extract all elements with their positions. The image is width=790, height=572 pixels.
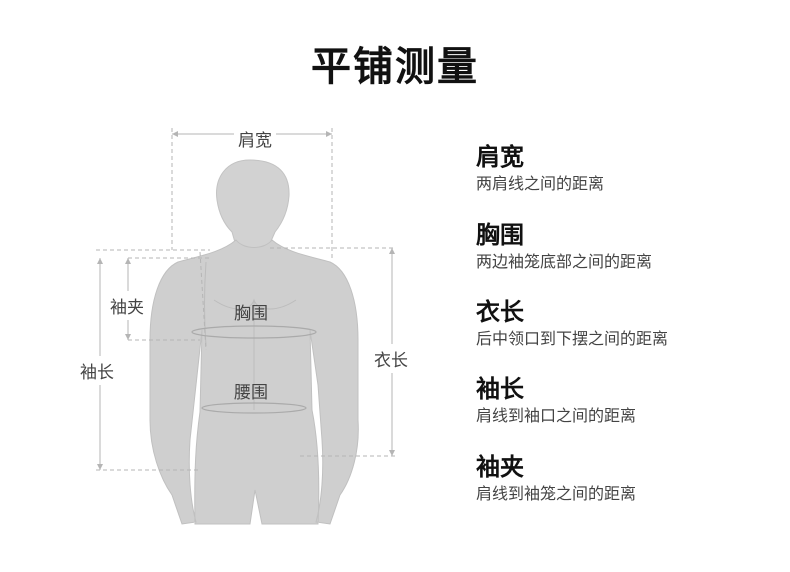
- waist-measure-ellipse: [201, 402, 307, 414]
- arrow-heads: [97, 131, 395, 470]
- sleeve-length-label: 袖长: [80, 356, 114, 385]
- legend-desc: 两肩线之间的距离: [476, 174, 605, 193]
- legend-item-sleeve: 袖长 肩线到袖口之间的距离: [476, 374, 636, 427]
- legend-desc: 肩线到袖笼之间的距离: [476, 484, 637, 503]
- legend-item-length: 衣长 后中领口到下摆之间的距离: [476, 297, 668, 350]
- legend-desc: 后中领口到下摆之间的距离: [476, 329, 669, 348]
- legend-desc: 两边袖笼底部之间的距离: [476, 252, 653, 271]
- legend-item-chest: 胸围 两边袖笼底部之间的距离: [476, 220, 652, 273]
- page-title: 平铺测量: [311, 44, 479, 90]
- legend-item-armhole: 袖夹 肩线到袖笼之间的距离: [476, 452, 636, 505]
- legend-term: 肩宽: [476, 143, 524, 171]
- body-length-label: 衣长: [374, 344, 408, 373]
- chest-measure-ellipse: [191, 325, 317, 339]
- legend-item-shoulder: 肩宽 两肩线之间的距离: [476, 142, 604, 195]
- legend-term: 衣长: [476, 298, 524, 326]
- armhole-label: 袖夹: [110, 291, 144, 320]
- head-shape: [216, 159, 290, 253]
- legend-term: 袖夹: [476, 453, 524, 481]
- legend-term: 胸围: [476, 221, 524, 249]
- waist-label: 腰围: [234, 383, 268, 403]
- chest-label: 胸围: [234, 304, 268, 324]
- shoulder-label: 肩宽: [234, 126, 276, 151]
- body-figure: 肩宽 袖夹 袖长 胸围 腰围 衣长: [80, 126, 408, 525]
- torso-illustration: [96, 128, 396, 525]
- legend-term: 袖长: [476, 375, 524, 403]
- legend-desc: 肩线到袖口之间的距离: [476, 406, 637, 425]
